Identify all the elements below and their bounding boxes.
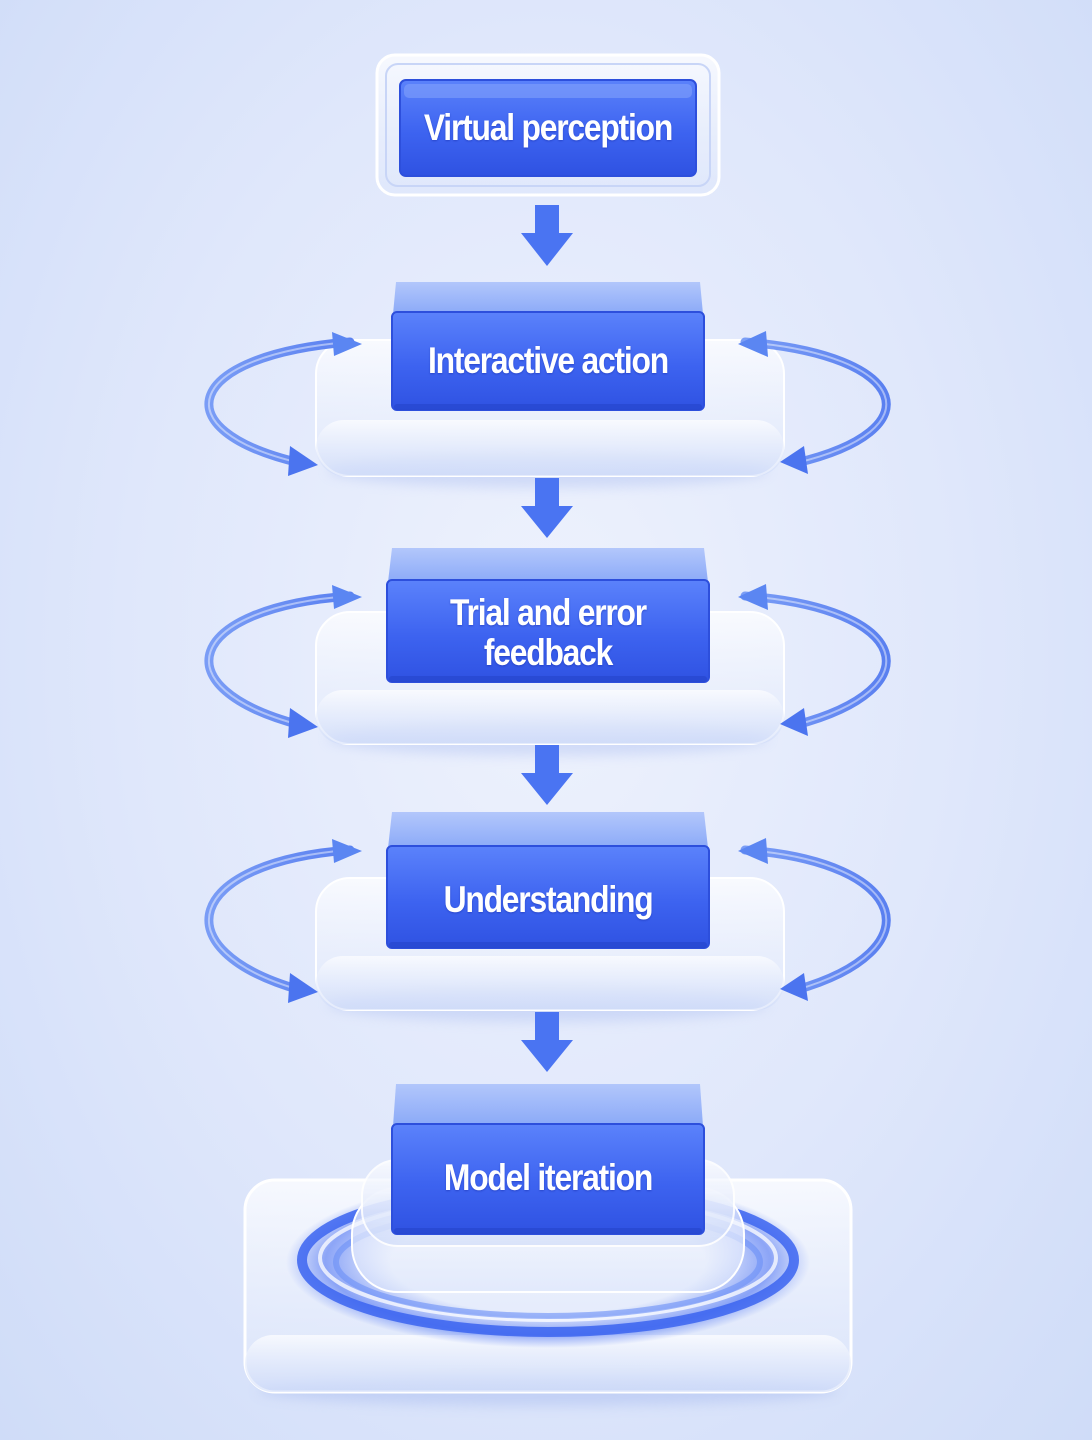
step-label-interactive-action: Interactive action — [414, 341, 682, 381]
step-label-line: Virtual perception — [423, 107, 673, 148]
step-label-trial-and-error-feedback: Trial and error feedback — [410, 593, 687, 673]
step-label-line: feedback — [483, 632, 614, 673]
block-top — [388, 548, 708, 582]
step-label-virtual-perception: Virtual perception — [421, 108, 676, 148]
step-model-iteration — [243, 1084, 853, 1406]
step-trial-and-error-feedback — [315, 548, 785, 756]
down-arrow-4 — [521, 1012, 573, 1072]
glass-base-plate-front — [245, 1335, 851, 1392]
glass-frame-inner-edge — [385, 63, 711, 187]
down-arrow-3 — [521, 745, 573, 805]
block-top — [393, 282, 703, 314]
block-bottom-edge — [394, 1228, 702, 1234]
down-arrow-1 — [521, 205, 573, 266]
step-label-line: Trial and error — [450, 592, 647, 633]
step-label-line: Understanding — [443, 879, 654, 920]
glass-platform-front — [316, 690, 784, 744]
step-understanding — [315, 812, 785, 1022]
glass-platform-front — [316, 420, 784, 476]
down-arrow-2 — [521, 478, 573, 538]
step-interactive-action — [315, 282, 785, 488]
block-bottom-edge — [389, 676, 707, 682]
block-top — [388, 812, 708, 848]
block-highlight — [404, 84, 692, 98]
block-face — [399, 79, 697, 177]
step-label-line: Interactive action — [427, 340, 669, 381]
glass-platform-front — [316, 956, 784, 1010]
step-label-model-iteration: Model iteration — [414, 1158, 682, 1198]
loop-arrows-interactive-action — [204, 331, 891, 476]
block-top — [393, 1084, 703, 1126]
loop-arrows-understanding — [204, 838, 891, 1003]
step-virtual-perception — [375, 53, 721, 197]
step-label-line: Model iteration — [443, 1157, 653, 1198]
block-bottom-edge — [394, 404, 702, 410]
loop-arrows-trial-and-error — [204, 584, 891, 738]
step-label-understanding: Understanding — [410, 880, 687, 920]
block-bottom-edge — [389, 942, 707, 948]
